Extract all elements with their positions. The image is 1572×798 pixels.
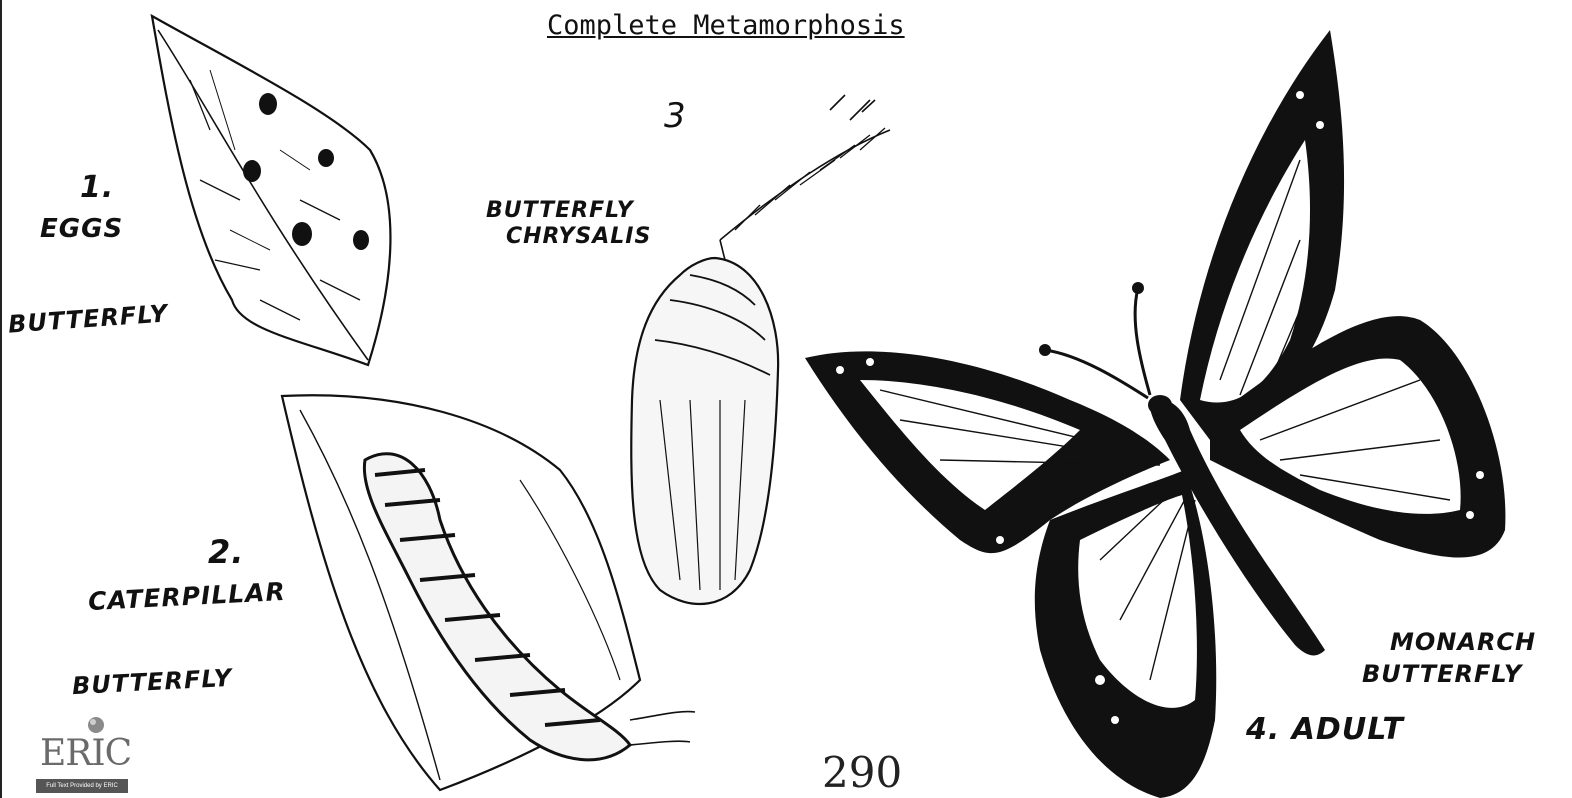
globe-icon: [86, 715, 106, 735]
chrysalis-number: 3: [664, 96, 687, 136]
eggs: [243, 93, 369, 250]
eric-logo-text: ERIC: [40, 733, 131, 774]
caterpillar-number: 2.: [208, 533, 244, 571]
chrysalis-label-line2: CHRYSALIS: [506, 224, 651, 249]
eric-logo: ERIC Full Text Provided by ERIC: [36, 715, 132, 793]
eggs-label: EGGS: [40, 214, 123, 244]
eggs-number: 1.: [80, 170, 114, 205]
adult-label: 4. ADULT: [1246, 712, 1404, 747]
chrysalis-twig-drawing: [720, 95, 890, 260]
eggs-leaf-drawing: [152, 16, 390, 365]
chrysalis-drawing: [631, 258, 778, 604]
adult-species-line2: BUTTERFLY: [1362, 660, 1522, 688]
chrysalis-label-line1: BUTTERFLY: [486, 198, 634, 223]
adult-species-line1: MONARCH: [1390, 628, 1536, 656]
eric-logo-tagline: Full Text Provided by ERIC: [36, 779, 128, 793]
page-number: 290: [822, 748, 902, 797]
